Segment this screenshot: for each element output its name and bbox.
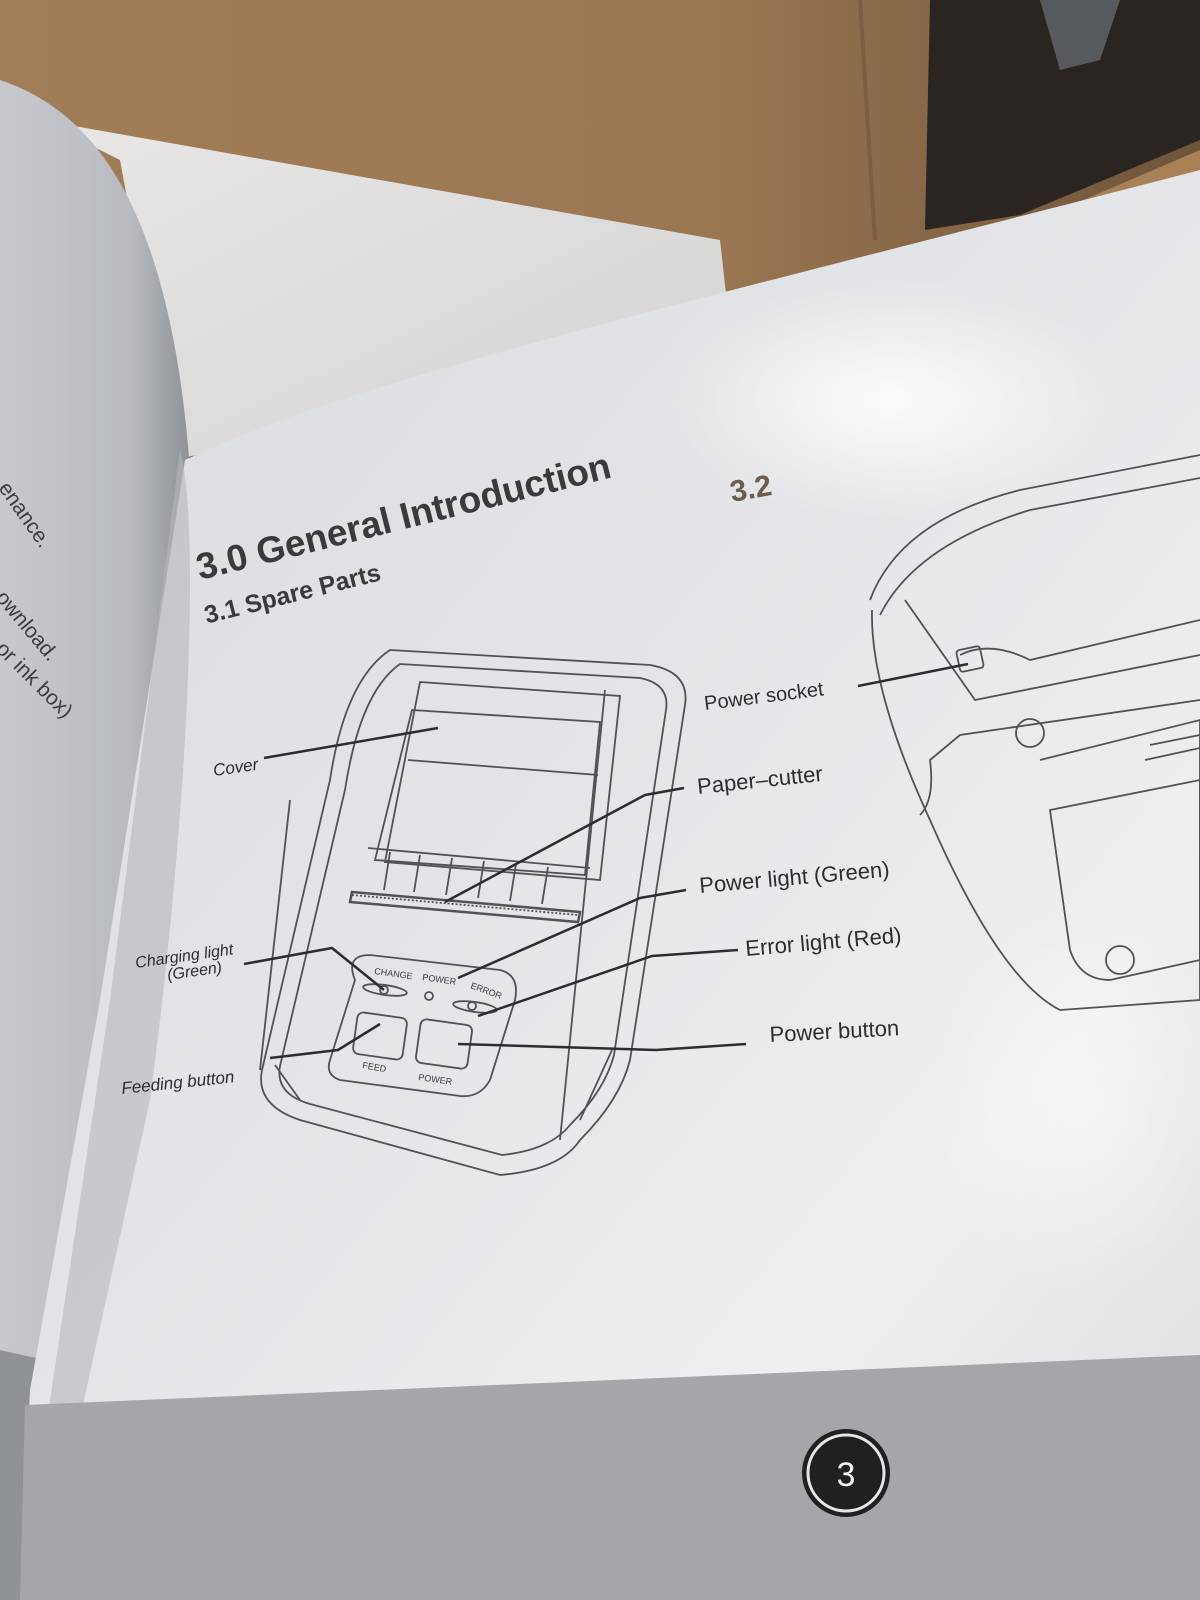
page-number-badge: 3 — [802, 1429, 890, 1517]
next-section-heading: 3.2 — [727, 469, 774, 509]
leader-cover — [263, 726, 439, 760]
page-number: 3 — [837, 1456, 856, 1494]
leader-feeding-button — [269, 1022, 381, 1060]
panel-label-power: POWER — [422, 972, 458, 987]
page-footer-band — [20, 1355, 1200, 1600]
callout-lines — [243, 662, 969, 1060]
foam-sheet — [40, 120, 730, 460]
panel-label-power-button: POWER — [418, 1072, 454, 1087]
printer-side-illustration — [869, 454, 1200, 1011]
leader-power-light — [457, 888, 687, 980]
leader-error-light — [477, 948, 739, 1018]
leader-charging-light — [243, 946, 385, 991]
right-page — [20, 170, 1200, 1600]
leader-power-socket — [857, 662, 969, 688]
printer-front-illustration — [259, 649, 687, 1176]
leader-paper-cutter — [444, 786, 685, 904]
leader-power-button — [457, 1042, 747, 1052]
panel-label-feed: FEED — [362, 1060, 388, 1074]
